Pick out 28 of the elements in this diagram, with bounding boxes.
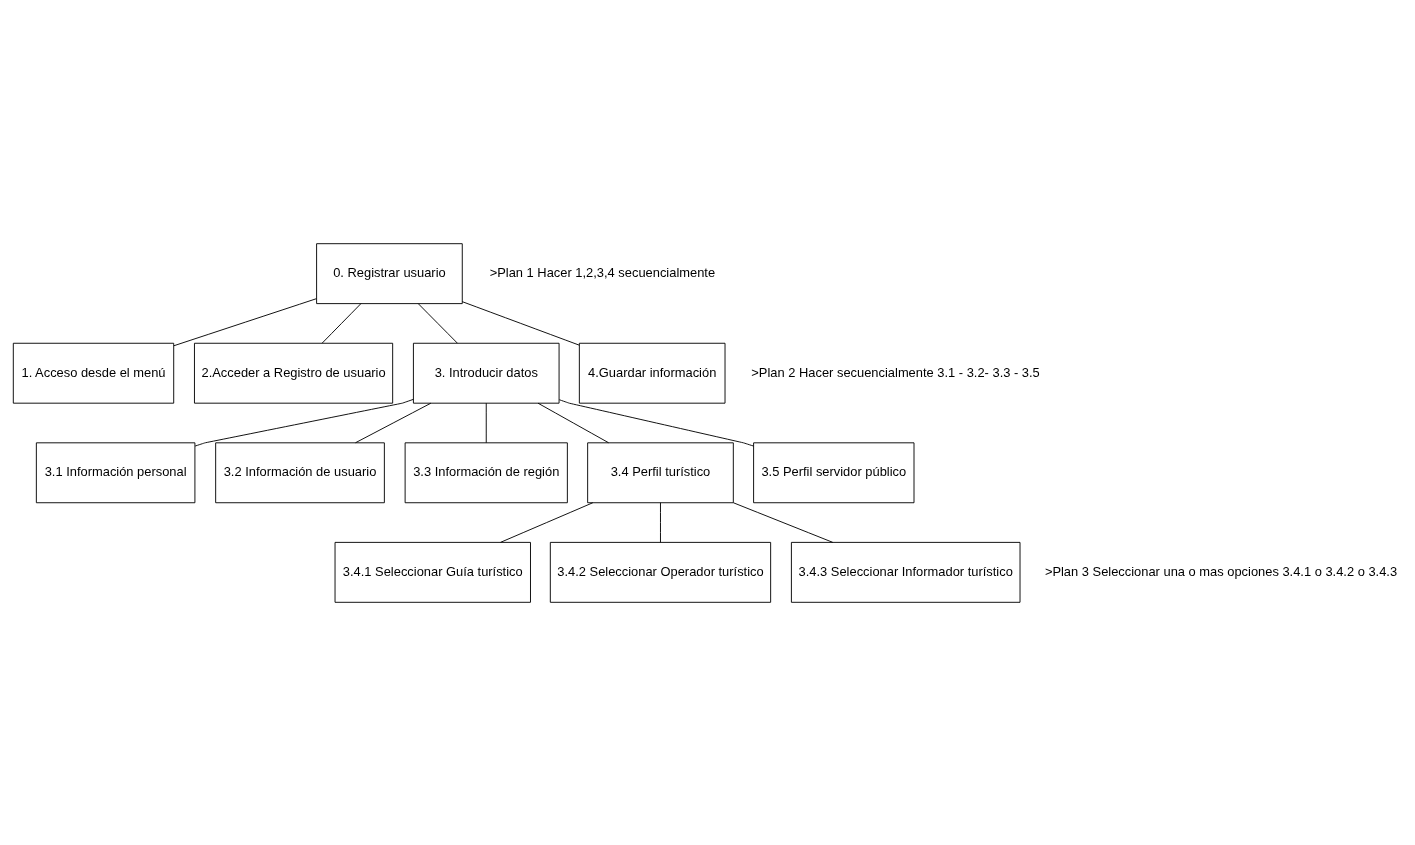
connector [500, 501, 594, 543]
label: >Plan 2 Hacer secuencialmente 3.1 - 3.2- 3.3 - 3.5 [751, 364, 1040, 380]
node-box: 4.Guardar información [578, 342, 726, 404]
connector [660, 501, 661, 543]
connector [732, 501, 834, 543]
connector [461, 300, 580, 346]
node-box: 3. Introducir datos [412, 342, 560, 404]
connector [355, 402, 432, 443]
connector [194, 398, 414, 446]
label: >Plan 3 Seleccionar una o mas opciones 3.4.1 o 3.4.2 o 3.4.3 [1044, 563, 1398, 579]
connector [558, 398, 754, 446]
node-box: 3.1 Información personal [35, 441, 196, 503]
connector [537, 402, 610, 443]
node-box: 3.4.2 Seleccionar Operador turístico [549, 541, 772, 603]
connector [173, 297, 317, 346]
node-box: 3.3 Información de región [404, 441, 568, 503]
node-box: 3.4.3 Seleccionar Informador turístico [790, 541, 1021, 603]
connector [485, 402, 487, 443]
node-box: 3.4.1 Seleccionar Guía turístico [334, 541, 531, 603]
node-box: 1. Acceso desde el menú [12, 342, 175, 404]
node-box: 0. Registrar usuario [316, 242, 463, 304]
connector [321, 302, 362, 344]
connector [417, 302, 458, 344]
node-box: 2.Acceder a Registro de usuario [194, 342, 394, 404]
node-box: 3.5 Perfil servidor público [753, 441, 915, 503]
node-box: 3.4 Perfil turístico [587, 441, 734, 503]
label: >Plan 1 Hacer 1,2,3,4 secuencialmente [489, 264, 716, 280]
node-box: 3.2 Información de usuario [215, 441, 385, 503]
